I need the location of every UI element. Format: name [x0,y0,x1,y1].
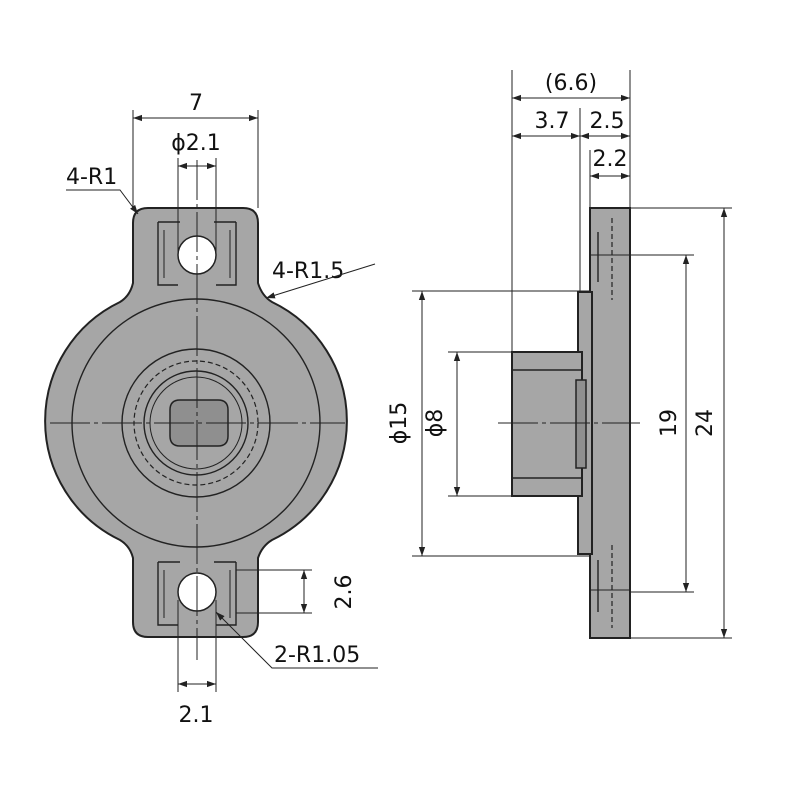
bottom-lug-slot [157,561,180,626]
boss-inner-ring [143,370,249,476]
boss-key [575,379,587,469]
hole-pitch-label: 19 [657,409,682,437]
width-dim-label: 7 [189,91,203,116]
flange-thickness-label: 2.2 [593,147,628,172]
side-view: (6.6) 3.7 2.5 2.2 ϕ15 ϕ8 19 24 [387,70,732,639]
corner-radius-inner-leader [265,263,376,299]
slot-width-label: 2.1 [179,703,214,728]
corner-radius-inner-label: 4-R1.5 [272,259,344,284]
slot-radius-label: 2-R1.05 [274,643,360,668]
top-lug-slot [157,221,180,286]
boss-depth-label: 3.7 [535,109,570,134]
side-boss [511,351,583,497]
flange-total-label: 2.5 [590,109,625,134]
overall-depth-label: (6.6) [545,71,597,96]
hole-dia-label: ϕ2.1 [171,131,221,156]
corner-radius-outer-label: 4-R1 [66,165,117,190]
outer-dia-label: ϕ15 [387,402,412,445]
slot-radius-leader [215,611,378,669]
corner-radius-outer-leader [66,189,139,215]
slot-height-label: 2.6 [332,575,357,610]
boss-dia-label: ϕ8 [423,409,448,438]
front-view: 7 ϕ2.1 4-R1 4-R1.5 2.6 2-R1.05 2.1 [44,91,378,728]
overall-height-label: 24 [693,409,718,437]
